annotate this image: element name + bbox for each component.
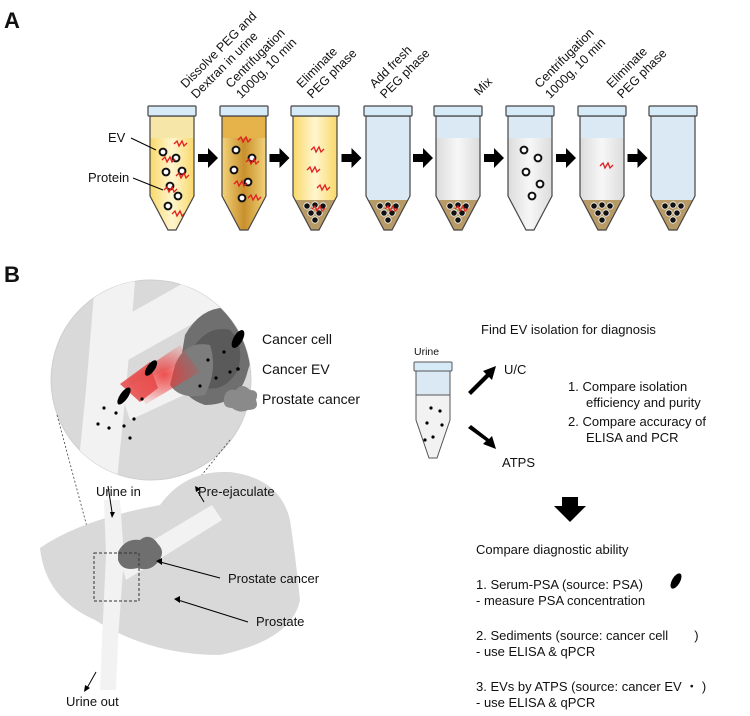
arrow-down bbox=[554, 497, 586, 522]
uc-label: U/C bbox=[504, 362, 527, 377]
diag-item-3: 3. EVs by ATPS (source: cancer EV ・ )- u… bbox=[476, 679, 707, 710]
compare-item-2: 2. Compare accuracy of ELISA and PCR bbox=[568, 414, 707, 445]
process-arrow-5 bbox=[484, 148, 504, 168]
urine-tube-label: Urine bbox=[414, 346, 440, 358]
panel-label-a: A bbox=[4, 8, 20, 33]
process-arrow-3 bbox=[341, 148, 362, 168]
prostate-diagram bbox=[40, 471, 300, 690]
urine-tube bbox=[413, 361, 453, 459]
tube-4 bbox=[363, 105, 413, 231]
pre-ejaculate-label: Pre-ejaculate bbox=[198, 484, 275, 499]
legend-cancer-ev: Cancer EV bbox=[262, 361, 330, 377]
legend-cancer-cell: Cancer cell bbox=[262, 331, 333, 347]
compare-diagnostic-title: Compare diagnostic ability bbox=[476, 542, 629, 557]
prostate-cancer-pointer bbox=[159, 561, 221, 579]
protein-label: Protein bbox=[88, 170, 130, 185]
ev-leader-line bbox=[130, 137, 157, 151]
urine-out-label: Urine out bbox=[66, 694, 119, 709]
process-arrow-2 bbox=[269, 148, 290, 168]
tube-7 bbox=[577, 105, 627, 231]
prostate-cancer-label: Prostate cancer bbox=[228, 571, 320, 586]
compare-item-1: 1. Compare isolation efficiency and puri… bbox=[568, 379, 701, 410]
prostate-label: Prostate bbox=[256, 614, 305, 629]
protein-leader-line bbox=[132, 177, 164, 191]
tube-row bbox=[147, 105, 698, 231]
pre-ejaculate-arrow bbox=[197, 491, 205, 503]
tube-1 bbox=[147, 105, 197, 231]
arrow-to-atps bbox=[468, 425, 496, 449]
process-arrow-7 bbox=[627, 148, 648, 168]
process-arrow-4 bbox=[413, 148, 433, 168]
tube-6 bbox=[505, 105, 555, 231]
legend-prostate-cancer: Prostate cancer bbox=[262, 391, 361, 407]
tube-5 bbox=[433, 105, 483, 231]
prostate-cancer-icon bbox=[223, 386, 258, 412]
tube-8 bbox=[648, 105, 698, 231]
diag-item-2: 2. Sediments (source: cancer cell) - use… bbox=[476, 628, 699, 659]
tube-2 bbox=[219, 105, 269, 231]
cancer-cell-icon bbox=[231, 330, 245, 348]
atps-label: ATPS bbox=[502, 455, 535, 470]
diag-item-1: 1. Serum-PSA (source: PSA)- measure PSA … bbox=[476, 577, 646, 608]
zoom-circle bbox=[50, 279, 252, 481]
urine-in-arrow bbox=[107, 485, 113, 513]
arrow-to-uc bbox=[468, 366, 496, 395]
tube-3 bbox=[290, 105, 340, 231]
find-ev-title: Find EV isolation for diagnosis bbox=[481, 322, 656, 337]
panel-label-b: B bbox=[4, 262, 20, 287]
process-arrow-6 bbox=[556, 148, 576, 168]
cancer-cell-inline-icon bbox=[670, 573, 682, 589]
urine-in-label: Urine in bbox=[96, 484, 141, 499]
ev-label: EV bbox=[108, 130, 126, 145]
process-arrow-1 bbox=[198, 148, 218, 168]
cancer-ev-icon bbox=[236, 367, 240, 371]
prostate-pointer bbox=[177, 599, 249, 623]
urine-out-arrow bbox=[86, 671, 97, 689]
